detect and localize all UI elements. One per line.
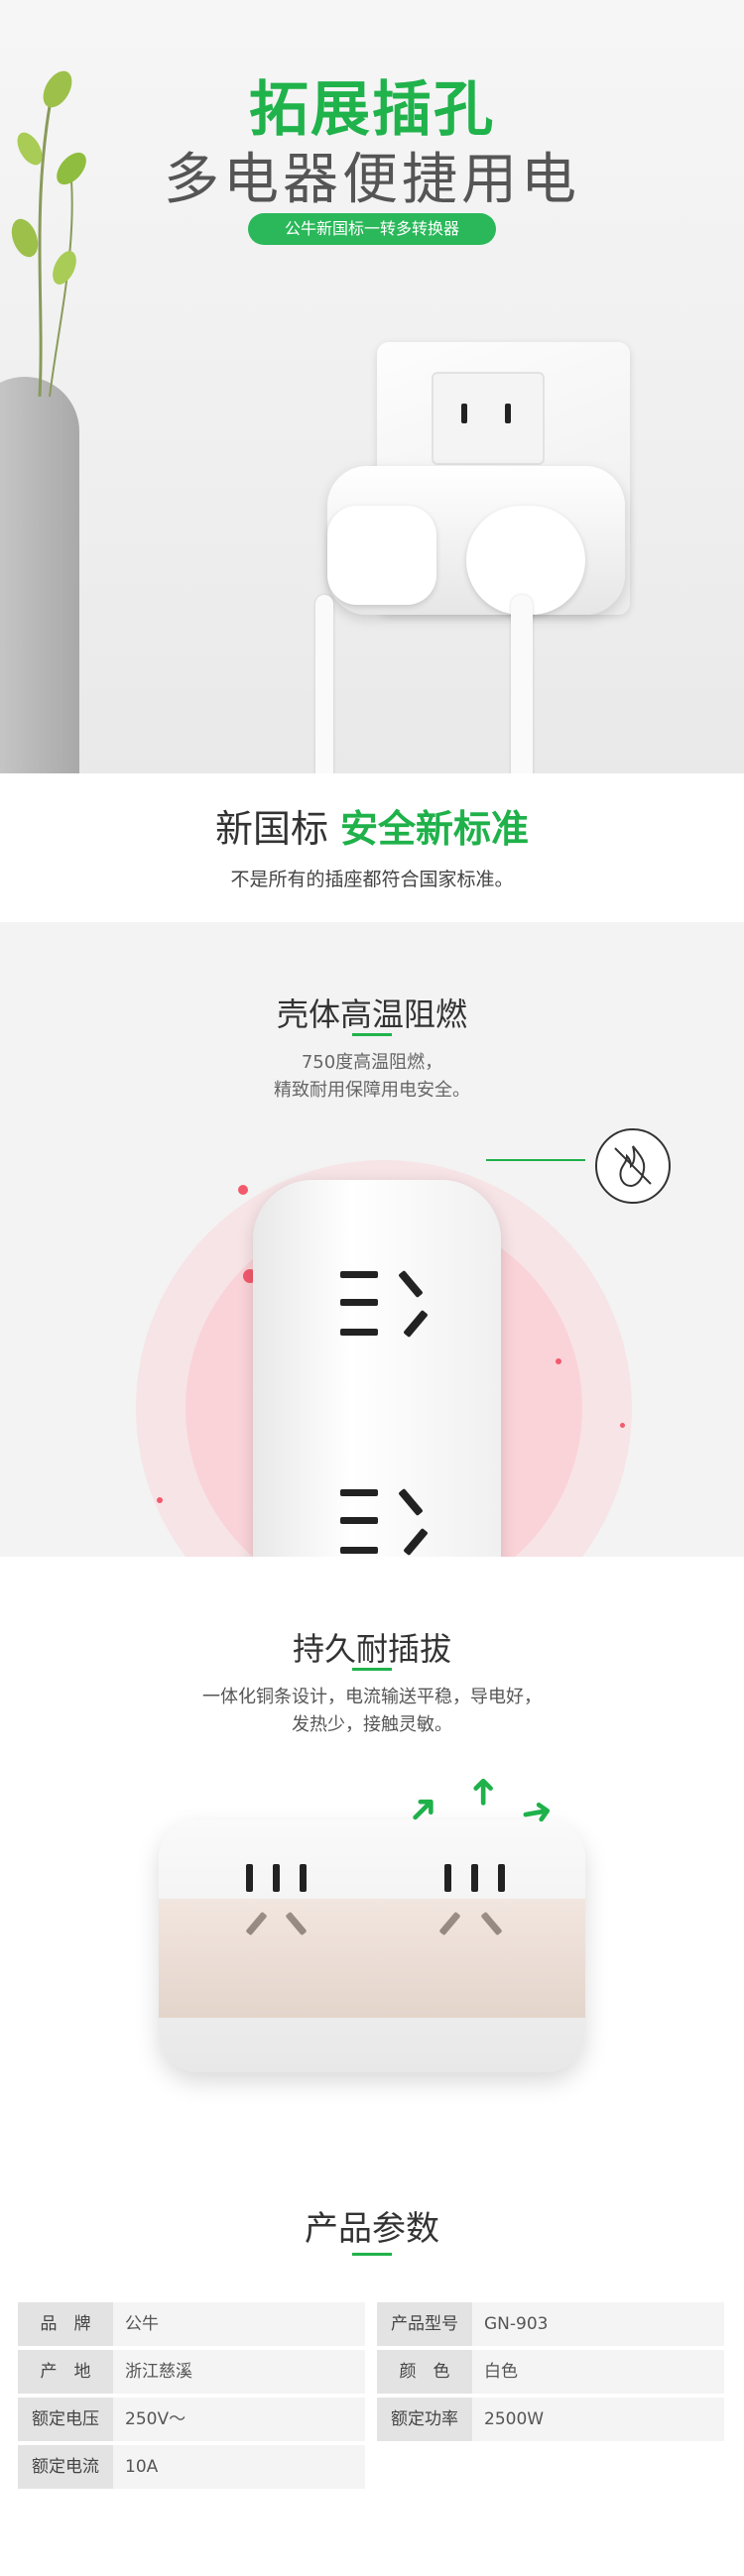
arrow-icon: ➜ (459, 1776, 504, 1808)
durable-section: 持久耐插拔 一体化铜条设计，电流输送平稳，导电好， 发热少，接触灵敏。 ➜ ➜ … (0, 1557, 744, 2152)
usb-plug-image (327, 506, 436, 605)
no-fire-icon-svg (614, 1145, 652, 1188)
spec-value: 浙江慈溪 (125, 2362, 192, 2382)
plant-image (11, 70, 86, 397)
cable-image (315, 595, 333, 773)
spec-value: 10A (125, 2457, 159, 2477)
spec-label: 产品型号 (377, 2302, 472, 2346)
spec-value: 白色 (484, 2362, 518, 2382)
spec-label: 颜 色 (377, 2350, 472, 2394)
hero-title: 拓展插孔 (249, 75, 495, 145)
spec-row: 额定功率 2500W (377, 2398, 724, 2441)
heat-dot (157, 1497, 163, 1503)
hero-section: 拓展插孔 多电器便捷用电 公牛新国标一转多转换器 (0, 0, 744, 773)
spec-row: 品 牌 公牛 (18, 2302, 365, 2346)
durable-line1: 一体化铜条设计，电流输送平稳，导电好， (202, 1687, 542, 1707)
callout-line (486, 1159, 585, 1161)
standard-title-part2: 安全新标准 (340, 807, 530, 851)
arrow-icon: ➜ (517, 1787, 557, 1836)
hero-badge: 公牛新国标一转多转换器 (248, 213, 496, 245)
durable-title: 持久耐插拔 (292, 1630, 451, 1668)
title-underline (352, 2253, 392, 2256)
durable-description: 一体化铜条设计，电流输送平稳，导电好， 发热少，接触灵敏。 (0, 1684, 744, 1739)
standard-subtitle: 不是所有的插座都符合国家标准。 (230, 869, 514, 890)
spec-value: 2500W (484, 2409, 545, 2429)
flame-section: 壳体高温阻燃 750度高温阻燃， 精致耐用保障用电安全。 (0, 922, 744, 1557)
standard-section: 新国标 安全新标准 不是所有的插座都符合国家标准。 (0, 773, 744, 922)
spec-row: 额定电压 250V～ (18, 2398, 365, 2441)
spec-label: 产 地 (18, 2350, 113, 2394)
spec-label: 额定功率 (377, 2398, 472, 2441)
spec-row: 产 地 浙江慈溪 (18, 2350, 365, 2394)
heat-dot (620, 1423, 625, 1428)
spec-row: 产品型号 GN-903 (377, 2302, 724, 2346)
heat-dot (556, 1358, 561, 1364)
spec-value: 公牛 (125, 2314, 159, 2334)
cable-image (511, 595, 533, 773)
flame-line1: 750度高温阻燃， (301, 1052, 443, 1073)
spec-label: 品 牌 (18, 2302, 113, 2346)
heat-dot (238, 1185, 248, 1195)
specs-right-column: 产品型号 GN-903 颜 色 白色 额定功率 2500W (377, 2302, 724, 2445)
spec-value: 250V～ (125, 2409, 186, 2429)
power-strip-image (253, 1180, 501, 1557)
title-underline (352, 1668, 392, 1671)
spec-value: GN-903 (484, 2314, 549, 2334)
specs-left-column: 品 牌 公牛 产 地 浙江慈溪 额定电压 250V～ 额定电流 10A (18, 2302, 365, 2493)
standard-title: 新国标 安全新标准 (0, 798, 744, 853)
spec-label: 额定电压 (18, 2398, 113, 2441)
spec-row: 颜 色 白色 (377, 2350, 724, 2394)
spec-label: 额定电流 (18, 2445, 113, 2489)
flame-title: 壳体高温阻燃 (276, 995, 467, 1033)
specs-section: 产品参数 品 牌 公牛 产 地 浙江慈溪 额定电压 250V～ 额定电流 10 (0, 2152, 744, 2576)
specs-title: 产品参数 (305, 2209, 439, 2249)
hero-subtitle: 多电器便捷用电 (164, 148, 580, 212)
vase-image (0, 377, 79, 773)
spec-row: 额定电流 10A (18, 2445, 365, 2489)
wall-socket-image (432, 372, 545, 465)
copper-strip-image (159, 1899, 585, 2018)
flame-line2: 精致耐用保障用电安全。 (274, 1080, 470, 1101)
standard-title-part1: 新国标 (214, 807, 328, 851)
durable-line2: 发热少，接触灵敏。 (292, 1714, 452, 1735)
no-fire-icon (595, 1128, 671, 1204)
title-underline (352, 1033, 392, 1036)
flame-description: 750度高温阻燃， 精致耐用保障用电安全。 (0, 1049, 744, 1105)
